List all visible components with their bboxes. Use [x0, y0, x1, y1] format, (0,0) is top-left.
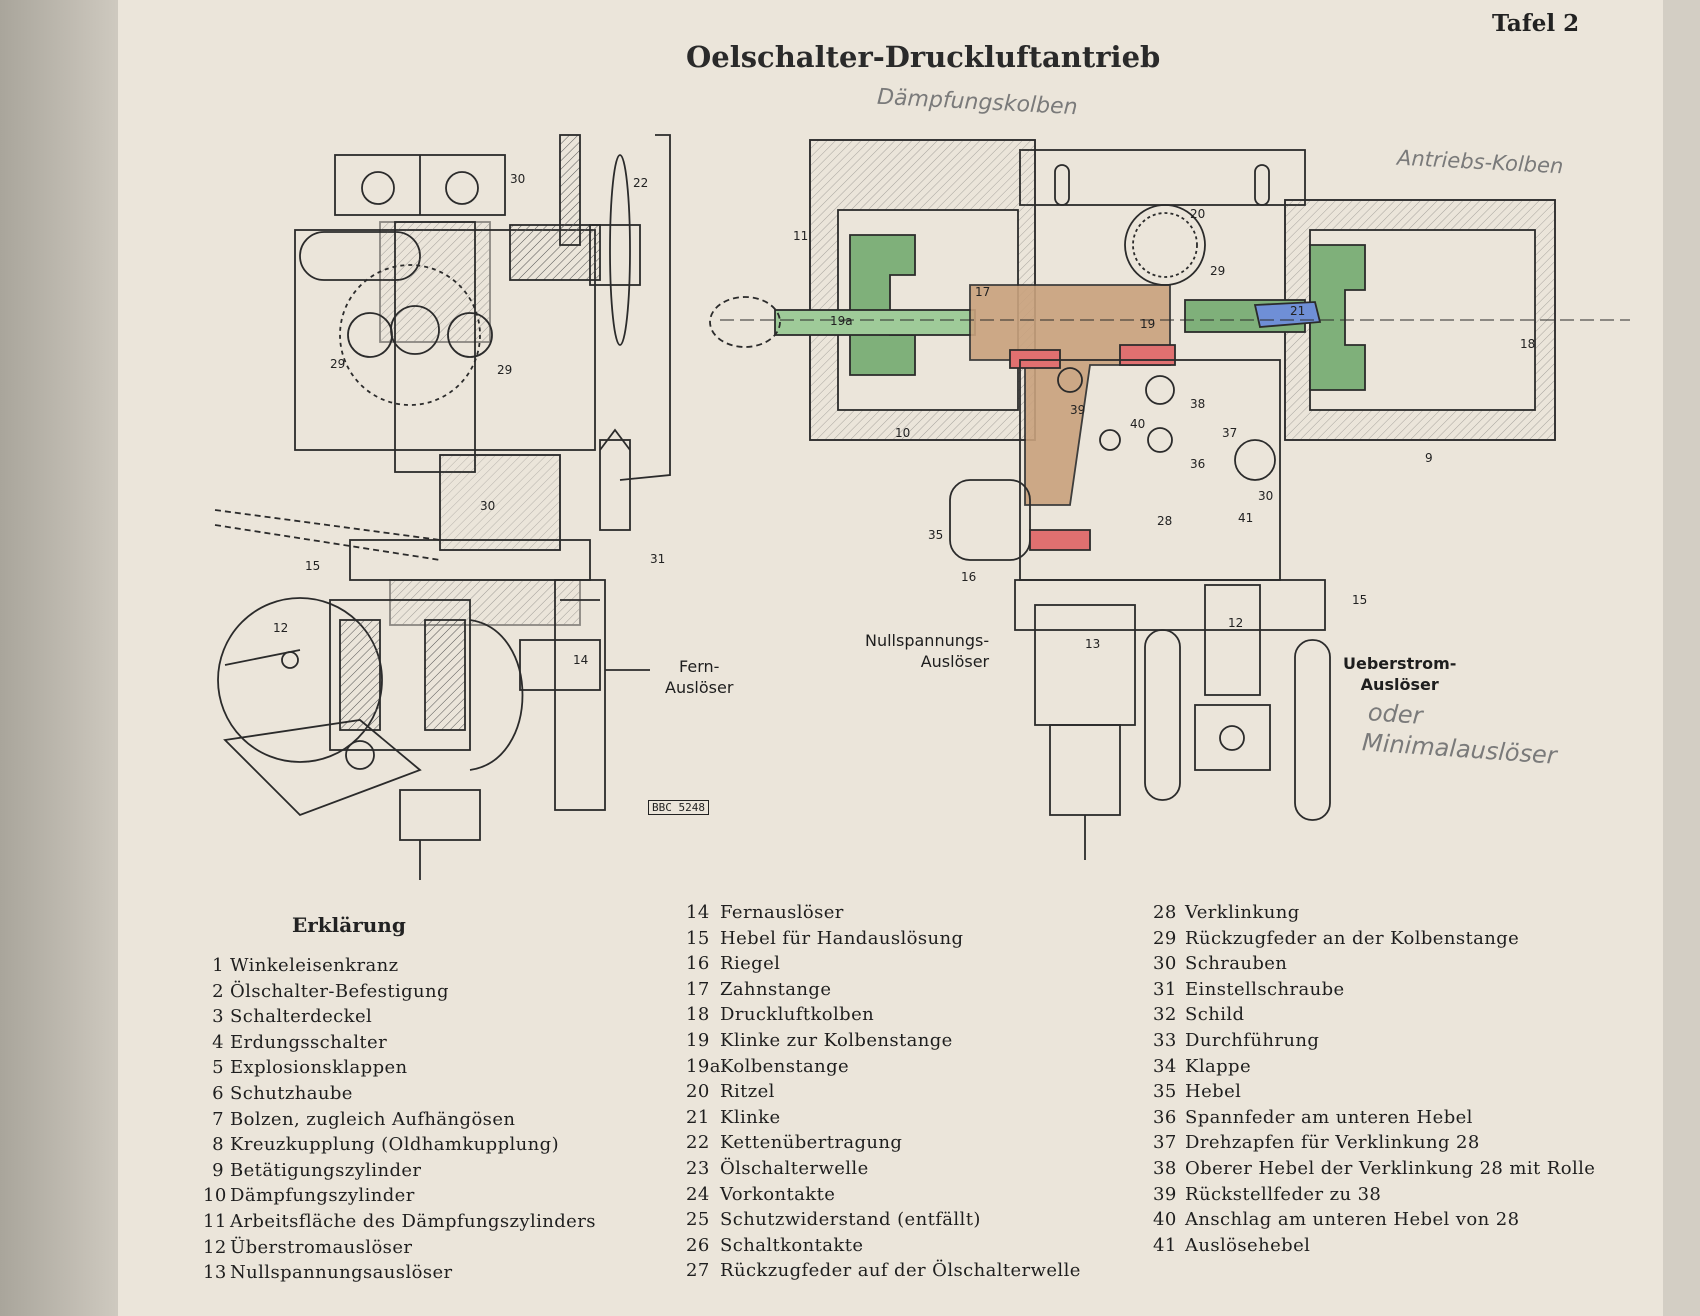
svg-text:12: 12: [1228, 616, 1243, 630]
label-nullspannungs-ausloeser: Nullspannungs- Auslöser: [865, 631, 990, 671]
label-fern-ausloeser: Fern- Auslöser: [665, 657, 734, 697]
svg-text:17: 17: [975, 285, 990, 299]
svg-text:28: 28: [1157, 514, 1172, 528]
book-gutter-shadow: [0, 0, 120, 1316]
svg-text:41: 41: [1238, 511, 1253, 525]
part-number-annotations: 30 22 29 29 30 31 15 12 14 11 20 29 17 19a 19 2…: [273, 172, 1535, 667]
page-title: Oelschalter-Druckluftantrieb: [686, 40, 1161, 74]
svg-text:20: 20: [1190, 207, 1205, 221]
drawing-number: BBC 5248: [648, 800, 709, 815]
svg-text:11: 11: [793, 229, 808, 243]
svg-text:36: 36: [1190, 457, 1205, 471]
svg-text:21: 21: [1290, 304, 1305, 318]
svg-text:13: 13: [1085, 637, 1100, 651]
svg-text:9: 9: [1425, 451, 1433, 465]
legend-item: 19aKolbenstange: [686, 1055, 850, 1077]
svg-text:29: 29: [497, 363, 512, 377]
svg-text:30: 30: [510, 172, 525, 186]
svg-text:40: 40: [1130, 417, 1145, 431]
left-view-drawing: [214, 134, 671, 880]
svg-text:19: 19: [1140, 317, 1155, 331]
svg-text:39: 39: [1070, 403, 1085, 417]
svg-text:31: 31: [650, 552, 665, 566]
label-ueberstrom-ausloeser: Ueberstrom- Auslöser: [1343, 654, 1457, 694]
svg-text:35: 35: [928, 528, 943, 542]
page-edge: [1663, 0, 1700, 1316]
plate-label: Tafel 2: [1492, 10, 1580, 37]
legend-title: Erklärung: [292, 913, 406, 937]
svg-text:38: 38: [1190, 397, 1205, 411]
svg-text:16: 16: [961, 570, 976, 584]
svg-text:19a: 19a: [830, 314, 853, 328]
svg-text:30: 30: [1258, 489, 1273, 503]
svg-text:37: 37: [1222, 426, 1237, 440]
svg-text:29: 29: [330, 357, 345, 371]
svg-text:14: 14: [573, 653, 588, 667]
svg-text:15: 15: [305, 559, 320, 573]
svg-text:15: 15: [1352, 593, 1367, 607]
svg-text:18: 18: [1520, 337, 1535, 351]
right-view-drawing: [709, 139, 1630, 860]
svg-text:10: 10: [895, 426, 910, 440]
svg-text:22: 22: [633, 176, 648, 190]
svg-text:30: 30: [480, 499, 495, 513]
svg-text:12: 12: [273, 621, 288, 635]
svg-text:29: 29: [1210, 264, 1225, 278]
